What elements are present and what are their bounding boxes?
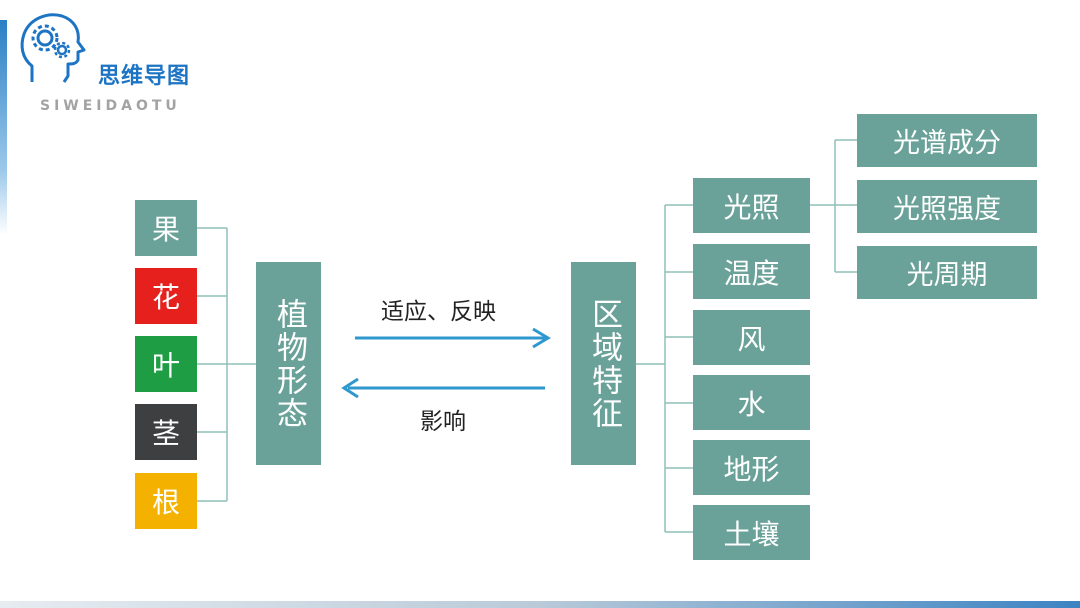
factor-water: 水 <box>693 375 810 430</box>
organ-leaf: 叶 <box>135 336 197 392</box>
light-spectrum: 光谱成分 <box>857 114 1037 167</box>
factor-terrain: 地形 <box>693 440 810 495</box>
factor-wind: 风 <box>693 310 810 365</box>
region-feature-box: 区域特征 <box>571 262 636 465</box>
organ-root: 根 <box>135 473 197 529</box>
bottom-accent-bar <box>0 601 1080 608</box>
logo-title: 思维导图 <box>98 64 191 89</box>
organ-stem: 茎 <box>135 404 197 460</box>
adapt-arrow <box>355 327 551 349</box>
factor-bracket <box>636 204 693 533</box>
influence-arrow <box>341 377 545 399</box>
organ-fruit: 果 <box>135 200 197 256</box>
logo-subtitle: SIWEIDAOTU <box>40 98 181 114</box>
head-gear-icon <box>20 13 86 83</box>
light-photoperiod: 光周期 <box>857 246 1037 299</box>
plant-morphology-box: 植物形态 <box>256 262 321 465</box>
organ-flower: 花 <box>135 268 197 324</box>
light-intensity: 光照强度 <box>857 180 1037 233</box>
factor-light: 光照 <box>693 178 810 233</box>
influence-label: 影响 <box>420 409 466 435</box>
logo: 思维导图 SIWEIDAOTU <box>18 10 218 114</box>
left-accent-bar <box>0 20 7 235</box>
adapt-label: 适应、反映 <box>381 299 496 325</box>
factor-soil: 土壤 <box>693 505 810 560</box>
factor-temperature: 温度 <box>693 244 810 299</box>
light-bracket <box>810 139 857 273</box>
left-bracket <box>197 227 256 502</box>
